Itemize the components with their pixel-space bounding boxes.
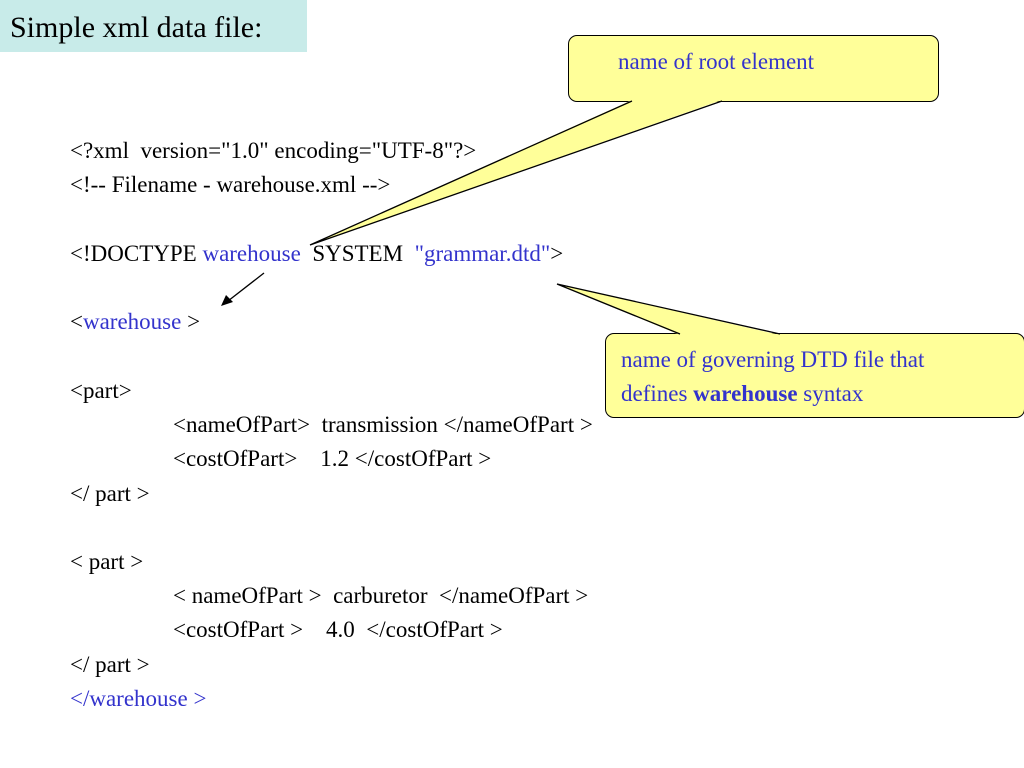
part2-close-line: </ part > xyxy=(70,652,150,677)
dtd-callout-pointer-outline xyxy=(556,283,781,335)
dtd-callout-suffix: syntax xyxy=(797,381,864,406)
part1-name-line: <nameOfPart> transmission </nameOfPart > xyxy=(173,412,593,437)
root-callout-pointer-outline xyxy=(309,100,723,246)
root-element-callout: name of root element xyxy=(568,35,939,102)
doctype-prefix: <!DOCTYPE xyxy=(70,241,203,266)
root-arrow-head-icon xyxy=(221,295,233,306)
doctype-suffix: > xyxy=(550,241,564,266)
root-arrow-line xyxy=(227,272,265,302)
doctype-dtd-file: "grammar.dtd" xyxy=(414,241,551,266)
dtd-callout: name of governing DTD file that defines … xyxy=(605,333,1024,418)
doctype-system: SYSTEM xyxy=(300,241,415,266)
slide-title: Simple xml data file: xyxy=(0,0,307,52)
comment-line: <!-- Filename - warehouse.xml --> xyxy=(70,172,391,197)
root-open-gt: > xyxy=(181,309,201,334)
part2-cost-line: <costOfPart > 4.0 </costOfPart > xyxy=(173,617,503,642)
dtd-callout-line1: name of governing DTD file that xyxy=(621,347,925,372)
doctype-root-name: warehouse xyxy=(202,241,301,266)
root-element-callout-text: name of root element xyxy=(618,49,815,74)
part1-close-line: </ part > xyxy=(70,481,150,506)
dtd-callout-prefix: defines xyxy=(621,381,694,406)
doctype-line: <!DOCTYPE warehouse SYSTEM "grammar.dtd"… xyxy=(70,240,563,268)
root-open-name: warehouse xyxy=(82,309,182,334)
part1-cost-line: <costOfPart> 1.2 </costOfPart > xyxy=(173,446,492,471)
part2-name-line: < nameOfPart > carburetor </nameOfPart > xyxy=(173,583,589,608)
root-open-tag-line: <warehouse > xyxy=(70,308,200,336)
root-close-tag-line: </warehouse > xyxy=(70,686,207,711)
dtd-callout-bold: warehouse xyxy=(693,381,798,406)
xml-declaration-line: <?xml version="1.0" encoding="UTF-8"?> xyxy=(70,138,477,163)
part2-open-line: < part > xyxy=(70,549,144,574)
root-open-lt: < xyxy=(70,309,83,334)
part1-open-line: <part> xyxy=(70,378,132,403)
dtd-callout-line2: defines warehouse syntax xyxy=(621,377,863,411)
